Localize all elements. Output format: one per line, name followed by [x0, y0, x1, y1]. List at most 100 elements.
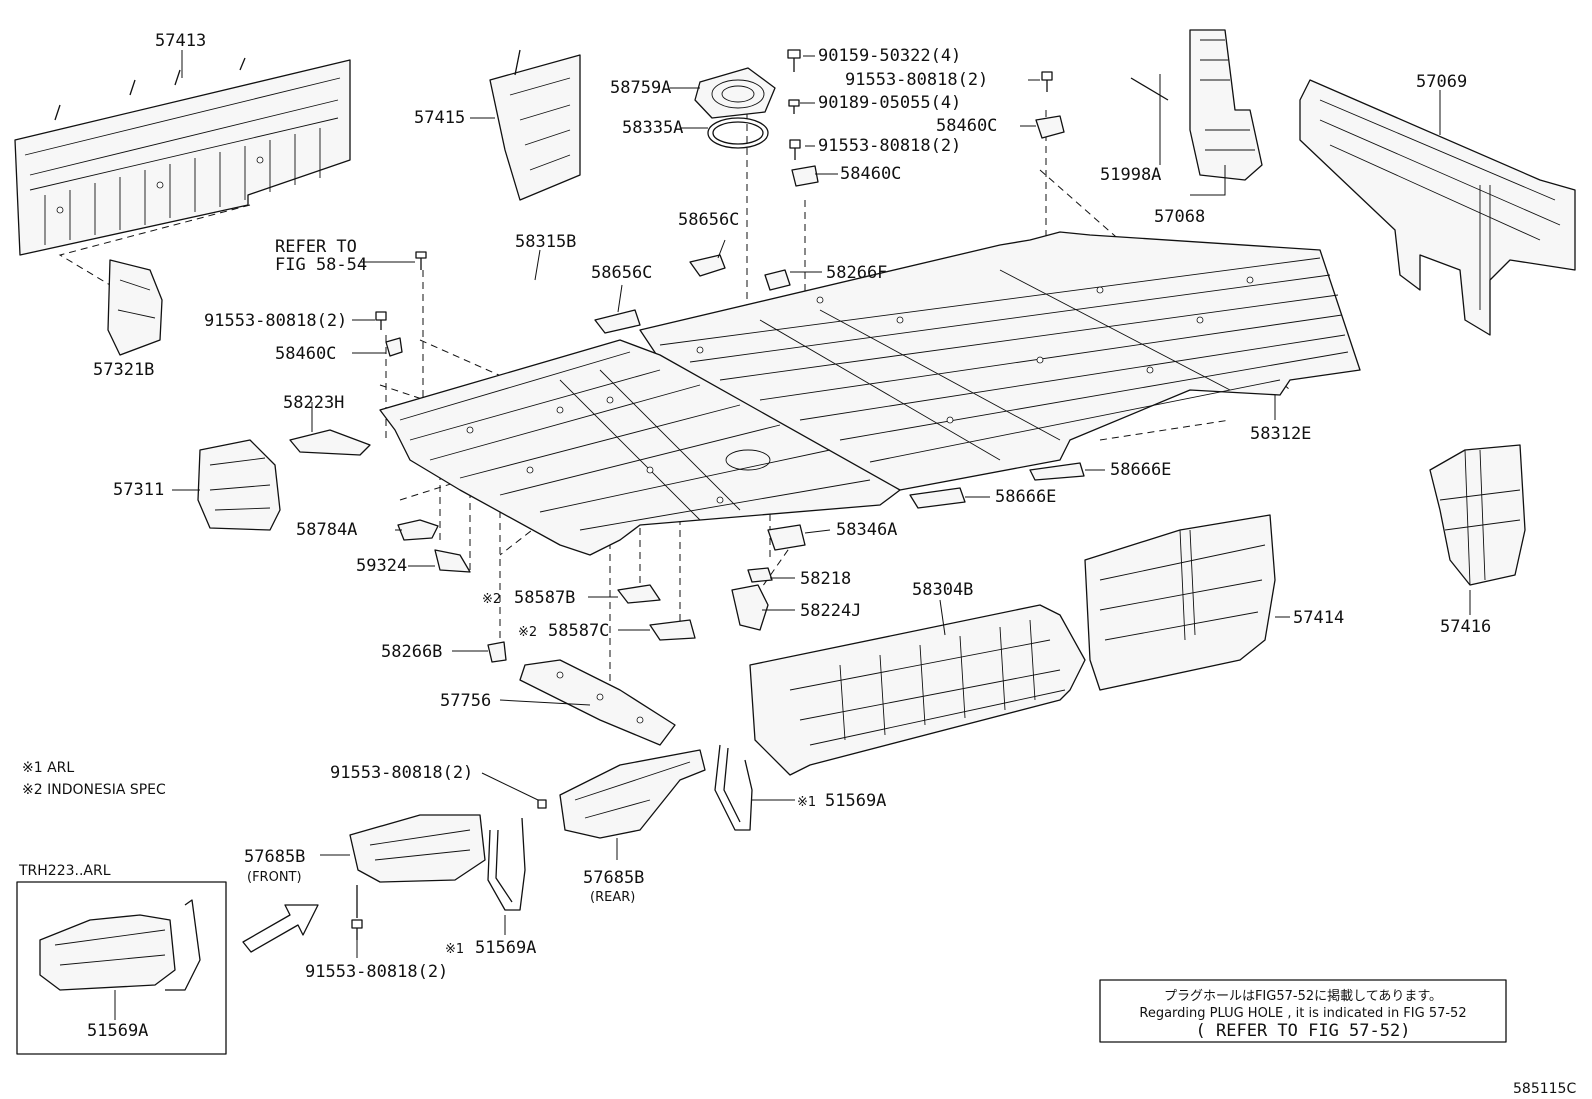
label-90189-05055: 90189-05055(4) [818, 93, 961, 113]
label-91553-80818-d: 91553-80818(2) [330, 763, 473, 783]
part-57685B-front-cover [349, 814, 486, 940]
label-58666E-a: 58666E [1110, 460, 1171, 480]
part-58656C-bracket-b [594, 309, 641, 334]
label-91553-80818-b: 91553-80818(2) [818, 136, 961, 156]
label-58266F: 58266F [826, 263, 887, 283]
part-58224J-bracket [731, 584, 769, 631]
part-58666E-bracket-b [909, 487, 966, 509]
figure-id: 585115C [1513, 1081, 1576, 1097]
part-labels: 57413 57415 58759A 58335A 90159-50322(4)… [87, 31, 1491, 1041]
label-57068: 57068 [1154, 207, 1205, 227]
part-58315B-front-floor-pan [379, 339, 901, 556]
part-51569A-strap-b [487, 817, 526, 911]
part-57311-wheelhouse-panel [197, 439, 281, 531]
label-57311: 57311 [113, 480, 164, 500]
label-90159-50322: 90159-50322(4) [818, 46, 961, 66]
label-51569A-b: 51569A [475, 938, 536, 958]
label-58304B: 58304B [912, 580, 973, 600]
notice-line-1: プラグホールはFIG57-52に掲載してあります。 [1164, 988, 1442, 1004]
label-58460C-c: 58460C [275, 344, 336, 364]
label-51569A-c: 51569A [87, 1021, 148, 1041]
part-57416-side-panel [1429, 444, 1526, 586]
part-58266B-bracket [487, 641, 507, 663]
label-57756: 57756 [440, 691, 491, 711]
label-91553-80818-e: 91553-80818(2) [305, 962, 448, 982]
label-58218: 58218 [800, 569, 851, 589]
small-brackets [289, 251, 1085, 663]
notice-line-2: Regarding PLUG HOLE , it is indicated in… [1139, 1006, 1466, 1021]
label-57413: 57413 [155, 31, 206, 51]
legend: ※1 ARL ※2 INDONESIA SPEC TRH223..ARL [18, 760, 166, 879]
part-57685B-rear-cover [537, 749, 706, 839]
notice-line-3: ( REFER TO FIG 57-52) [1196, 1021, 1411, 1041]
part-58656C-bracket-a [689, 254, 726, 277]
part-58460C-clip-c [385, 337, 403, 357]
part-57756-plate [519, 659, 676, 746]
label-58460C-b: 58460C [840, 164, 901, 184]
label-58656C-b: 58656C [591, 263, 652, 283]
label-58587C: 58587C [548, 621, 609, 641]
part-58759A-cover-plate [694, 67, 776, 119]
fastener-group-top [787, 49, 1065, 187]
part-57069-side-member [1299, 79, 1576, 336]
part-59324-bracket [434, 549, 471, 573]
part-51998A-rod [1130, 77, 1169, 101]
label-91553-80818-a: 91553-80818(2) [845, 70, 988, 90]
plug-hole-notice: プラグホールはFIG57-52に掲載してあります。 Regarding PLUG… [1099, 979, 1507, 1043]
part-58266F-bracket [764, 269, 791, 291]
label-58460C-a: 58460C [936, 116, 997, 136]
part-58666E-bracket-a [1029, 462, 1085, 481]
label-58759A: 58759A [610, 78, 671, 98]
part-58312E-rear-floor-pan [639, 231, 1361, 491]
label-fig-58-54: FIG 58-54 [275, 255, 367, 275]
part-58335A-seal-ring [707, 117, 769, 149]
part-58346A-bracket [767, 524, 806, 551]
label-58666E-b: 58666E [995, 487, 1056, 507]
part-58587B-bracket [617, 584, 661, 604]
label-51998A: 51998A [1100, 165, 1161, 185]
label-57416: 57416 [1440, 617, 1491, 637]
label-58315B: 58315B [515, 232, 576, 252]
part-58223H-bracket [289, 429, 371, 456]
part-51569A-strap-a [714, 744, 753, 831]
label-57415: 57415 [414, 108, 465, 128]
part-57413-rear-panel [14, 57, 351, 256]
part-58587C-bracket [649, 619, 696, 641]
part-57068-pillar [1189, 29, 1263, 181]
label-58224J: 58224J [800, 601, 861, 621]
label-59324: 59324 [356, 556, 407, 576]
label-57069: 57069 [1416, 72, 1467, 92]
label-mark2-a: ※2 [482, 592, 501, 607]
label-front: (FRONT) [247, 870, 302, 885]
inset-title: TRH223..ARL [18, 863, 111, 879]
part-57414-side-panel [1084, 514, 1276, 691]
label-57685B-rear: 57685B [583, 868, 644, 888]
label-58784A: 58784A [296, 520, 357, 540]
legend-note-2: ※2 INDONESIA SPEC [22, 782, 166, 798]
label-mark1-b: ※1 [445, 942, 464, 957]
label-58266B: 58266B [381, 642, 442, 662]
label-58223H: 58223H [283, 393, 344, 413]
part-58218-bracket [747, 567, 773, 583]
part-58304B-crossmember [749, 604, 1086, 776]
label-mark2-b: ※2 [518, 625, 537, 640]
label-57685B-front: 57685B [244, 847, 305, 867]
label-58312E: 58312E [1250, 424, 1311, 444]
label-rear: (REAR) [590, 890, 635, 905]
label-58656C-a: 58656C [678, 210, 739, 230]
label-57414: 57414 [1293, 608, 1344, 628]
label-91553-80818-c: 91553-80818(2) [204, 311, 347, 331]
arrow-to-inset-icon [242, 904, 319, 953]
legend-note-1: ※1 ARL [22, 760, 74, 776]
label-mark1-a: ※1 [797, 795, 816, 810]
part-57415-pillar-panel [489, 49, 581, 201]
label-57321B: 57321B [93, 360, 154, 380]
label-refer-to: REFER TO [275, 237, 357, 257]
leader-lines [114, 50, 1471, 1020]
part-57321B-bracket [107, 259, 163, 356]
label-58587B: 58587B [514, 588, 575, 608]
part-58784A-bracket [397, 519, 439, 541]
label-58346A: 58346A [836, 520, 897, 540]
inset-trh223-arl [16, 881, 227, 1055]
